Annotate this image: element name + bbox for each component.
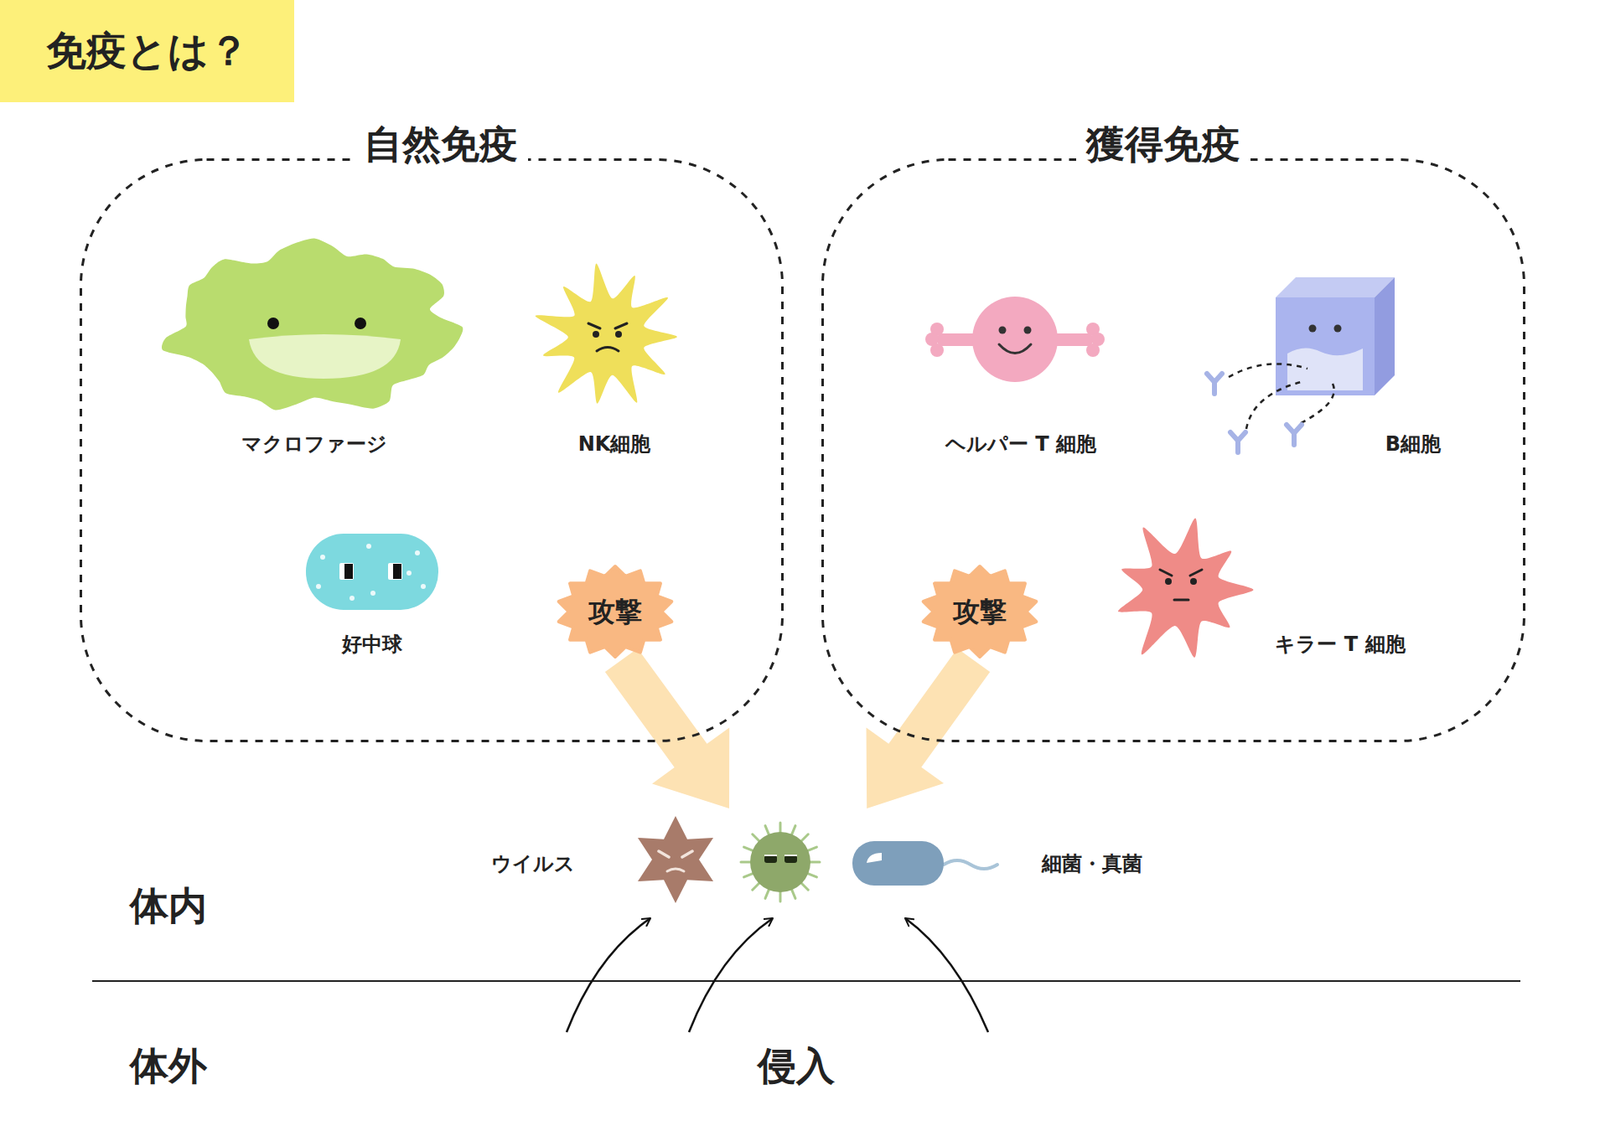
starburst-path — [923, 566, 1037, 658]
dashed-region-outline — [79, 158, 784, 743]
cell-label: NK細胞 — [578, 433, 652, 457]
acquired-immunity-region: ヘルパー T 細胞B細胞キラー T 細胞攻撃獲得免疫 — [821, 158, 1526, 743]
invasion-label: 侵入 — [757, 1044, 835, 1089]
virus-group: ウイルス — [486, 808, 822, 910]
attack-text: 攻撃 — [952, 596, 1007, 628]
body-outside-label: 体外 — [129, 1044, 208, 1089]
innate-immunity-region: マクロファージNK細胞好中球攻撃自然免疫 — [79, 158, 784, 743]
cell-label: マクロファージ — [241, 433, 388, 457]
killer-t-cell: キラー T 細胞 — [1106, 515, 1425, 661]
starburst-path — [559, 566, 673, 658]
attack-burst: 攻撃 — [554, 563, 677, 661]
b-cell: B細胞 — [1203, 268, 1456, 461]
attack-text: 攻撃 — [588, 596, 643, 628]
nk-cell: NK細胞 — [536, 259, 696, 461]
neutrophil-cell: 好中球 — [301, 528, 445, 661]
region-heading: 獲得免疫 — [1076, 122, 1251, 167]
region-heading: 自然免疫 — [353, 122, 529, 167]
page-title: 免疫とは？ — [0, 0, 295, 103]
invasion-arrows — [566, 918, 989, 1033]
body-inside-label: 体内 — [129, 884, 208, 929]
virus-icons — [637, 816, 820, 904]
dashed-outline — [823, 160, 1525, 742]
macrophage-cell: マクロファージ — [167, 243, 461, 461]
cell-label: B細胞 — [1385, 433, 1441, 457]
attack-burst: 攻撃 — [918, 563, 1041, 661]
bacterium-icon — [852, 841, 998, 886]
killer-t-icon — [1118, 517, 1254, 658]
b-cell-icon — [1206, 277, 1395, 453]
dashed-outline — [81, 160, 783, 742]
cell-label: 細菌・真菌 — [1041, 853, 1143, 877]
bacteria-fungi-group: 細菌・真菌 — [838, 808, 1157, 910]
cell-label: ヘルパー T 細胞 — [945, 433, 1097, 457]
helper-t-icon — [925, 296, 1105, 383]
cell-label: 好中球 — [341, 633, 403, 658]
nk-cell-icon — [535, 263, 678, 404]
macrophage-icon — [161, 238, 463, 411]
cell-label: キラー T 細胞 — [1274, 633, 1405, 658]
neutrophil-icon — [305, 533, 439, 611]
cell-label: ウイルス — [491, 853, 575, 877]
helper-t-cell: ヘルパー T 細胞 — [921, 284, 1115, 461]
attack-arrow — [866, 648, 991, 809]
body-boundary — [92, 980, 1521, 983]
